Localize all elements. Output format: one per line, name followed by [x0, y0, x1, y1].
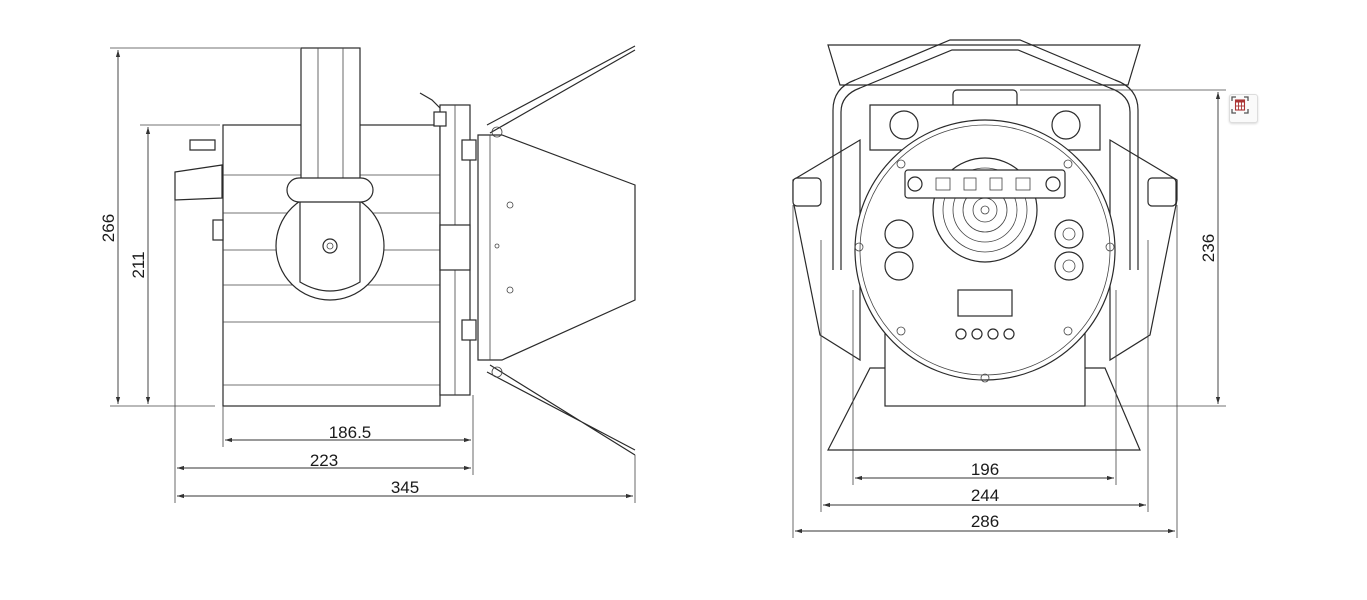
barn-door-bottom [486, 364, 636, 456]
dim-width-yoke: 244 [971, 486, 999, 505]
yoke [300, 47, 361, 189]
menu-button [955, 328, 967, 340]
rear-dimensions: 196 244 286 236 [792, 89, 1226, 538]
barn-door-top [486, 45, 636, 134]
up-button [971, 328, 983, 340]
grid-select-button[interactable] [1229, 94, 1258, 123]
down-button [987, 328, 999, 340]
barn-doors [477, 134, 636, 361]
rear-view [792, 39, 1178, 451]
handle-bar [904, 169, 1066, 199]
enter-button [1003, 328, 1015, 340]
grid-select-icon [1231, 96, 1249, 114]
lcd-display [957, 289, 1013, 317]
barn-door-top-rear [827, 44, 1141, 86]
dim-depth-body: 186.5 [329, 423, 372, 442]
dim-depth-overall: 345 [391, 478, 419, 497]
rear-connector [174, 139, 223, 201]
dim-height-overall: 266 [99, 214, 118, 242]
dim-depth-handle: 223 [310, 451, 338, 470]
dim-height-rear: 236 [1199, 234, 1218, 262]
power-in-connector [1054, 219, 1084, 249]
yoke-rear [832, 39, 1139, 270]
dmx-out-connector [884, 251, 914, 281]
side-view [174, 45, 636, 456]
dim-width-overall: 286 [971, 512, 999, 531]
side-dimensions: 266 211 186.5 223 345 [99, 47, 636, 503]
power-out-connector [1054, 251, 1084, 281]
dim-height-body: 211 [129, 251, 148, 278]
dmx-in-connector [884, 219, 914, 249]
dim-width-body: 196 [971, 460, 999, 479]
